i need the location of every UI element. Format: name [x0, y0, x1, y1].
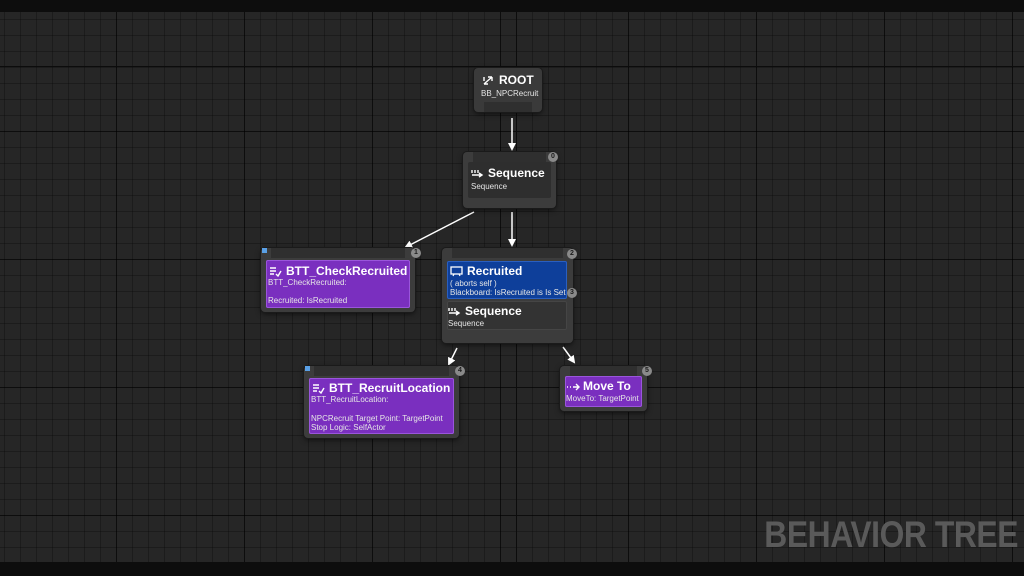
move-to-subtitle: MoveTo: TargetPoint — [566, 394, 639, 403]
top-bar — [0, 0, 1024, 12]
task-node-move-to[interactable]: Move To MoveTo: TargetPoint 5 — [560, 366, 652, 411]
check-recruited-title: BTT_CheckRecruited — [269, 264, 407, 278]
recruit-location-title: BTT_RecruitLocation — [312, 381, 450, 395]
execution-index-badge: 1 — [411, 248, 421, 258]
move-to-icon — [566, 381, 580, 392]
breakpoint-marker-icon — [262, 248, 267, 253]
root-title-text: ROOT — [499, 73, 534, 87]
task-node-recruit-location[interactable]: BTT_RecruitLocation BTT_RecruitLocation:… — [304, 366, 465, 438]
recruit-location-line1: BTT_RecruitLocation: — [311, 395, 389, 404]
breakpoint-marker-icon — [305, 366, 310, 371]
check-recruited-body: BTT_CheckRecruited BTT_CheckRecruited: R… — [266, 260, 410, 308]
sequence-main-body: Sequence Sequence — [468, 162, 551, 198]
recruit-location-body: BTT_RecruitLocation BTT_RecruitLocation:… — [309, 378, 454, 434]
edge-sequence-checkrecruited — [404, 211, 475, 248]
sequence-main-title-text: Sequence — [488, 166, 545, 180]
sequence-icon — [448, 306, 461, 317]
root-node-pin — [484, 102, 532, 112]
sequence-node-main[interactable]: Sequence Sequence 0 — [463, 152, 558, 208]
task-node-check-recruited[interactable]: BTT_CheckRecruited BTT_CheckRecruited: R… — [261, 248, 421, 312]
task-icon — [312, 383, 325, 394]
root-node[interactable]: ROOT BB_NPCRecruit — [474, 68, 542, 112]
recruited-decorator-line2: Blackboard: IsRecruited is Is Set — [450, 288, 566, 297]
sequence-inner-body: Sequence Sequence — [447, 301, 567, 330]
check-recruited-line1: BTT_CheckRecruited: — [268, 278, 347, 287]
bottom-bar — [0, 562, 1024, 576]
execution-index-badge: 3 — [567, 288, 577, 298]
move-to-title-text: Move To — [583, 379, 631, 393]
recruit-location-line2: NPCRecruit Target Point: TargetPoint — [311, 414, 443, 423]
execution-index-badge: 2 — [567, 249, 577, 259]
move-to-body: Move To MoveTo: TargetPoint — [565, 376, 642, 407]
sequence-inner-subtitle: Sequence — [448, 319, 485, 328]
recruited-decorator[interactable]: Recruited ( aborts self ) Blackboard: Is… — [447, 261, 567, 299]
origin-axis-horizontal — [0, 66, 1024, 67]
sequence-icon — [471, 168, 484, 179]
sequence-main-title: Sequence — [471, 166, 545, 180]
blackboard-icon — [450, 265, 463, 277]
behavior-tree-watermark: BEHAVIOR TREE — [764, 514, 1018, 555]
root-title: ROOT — [482, 73, 534, 87]
move-to-input-pin — [570, 366, 637, 376]
check-recruited-title-text: BTT_CheckRecruited — [286, 264, 408, 278]
execution-index-badge: 0 — [548, 152, 558, 162]
execution-index-badge: 5 — [642, 366, 652, 376]
sequence-main-subtitle: Sequence — [471, 182, 508, 191]
edge-inner-moveto — [562, 346, 576, 364]
sequence-node-recruited[interactable]: 2 Recruited ( aborts self ) Blackboard: … — [442, 248, 577, 343]
recruit-location-title-text: BTT_RecruitLocation — [329, 381, 451, 395]
root-icon — [482, 75, 495, 86]
sequence-inner-title: Sequence — [448, 304, 522, 318]
task-icon — [269, 266, 282, 277]
check-recruited-input-pin — [271, 248, 405, 258]
recruited-input-pin — [452, 248, 563, 258]
recruit-location-line3: Stop Logic: SelfActor — [311, 423, 386, 432]
execution-index-badge: 4 — [455, 366, 465, 376]
sequence-inner-title-text: Sequence — [465, 304, 522, 318]
sequence-main-input-pin — [473, 152, 546, 162]
check-recruited-line2: Recruited: IsRecruited — [268, 296, 348, 305]
root-subtitle: BB_NPCRecruit — [481, 89, 539, 98]
recruited-decorator-line1: ( aborts self ) — [450, 279, 497, 288]
recruit-location-input-pin — [314, 366, 449, 376]
recruited-decorator-title: Recruited — [450, 264, 522, 278]
move-to-title: Move To — [566, 379, 631, 393]
recruited-decorator-title-text: Recruited — [467, 264, 523, 278]
edge-inner-recruitlocation — [448, 347, 458, 366]
